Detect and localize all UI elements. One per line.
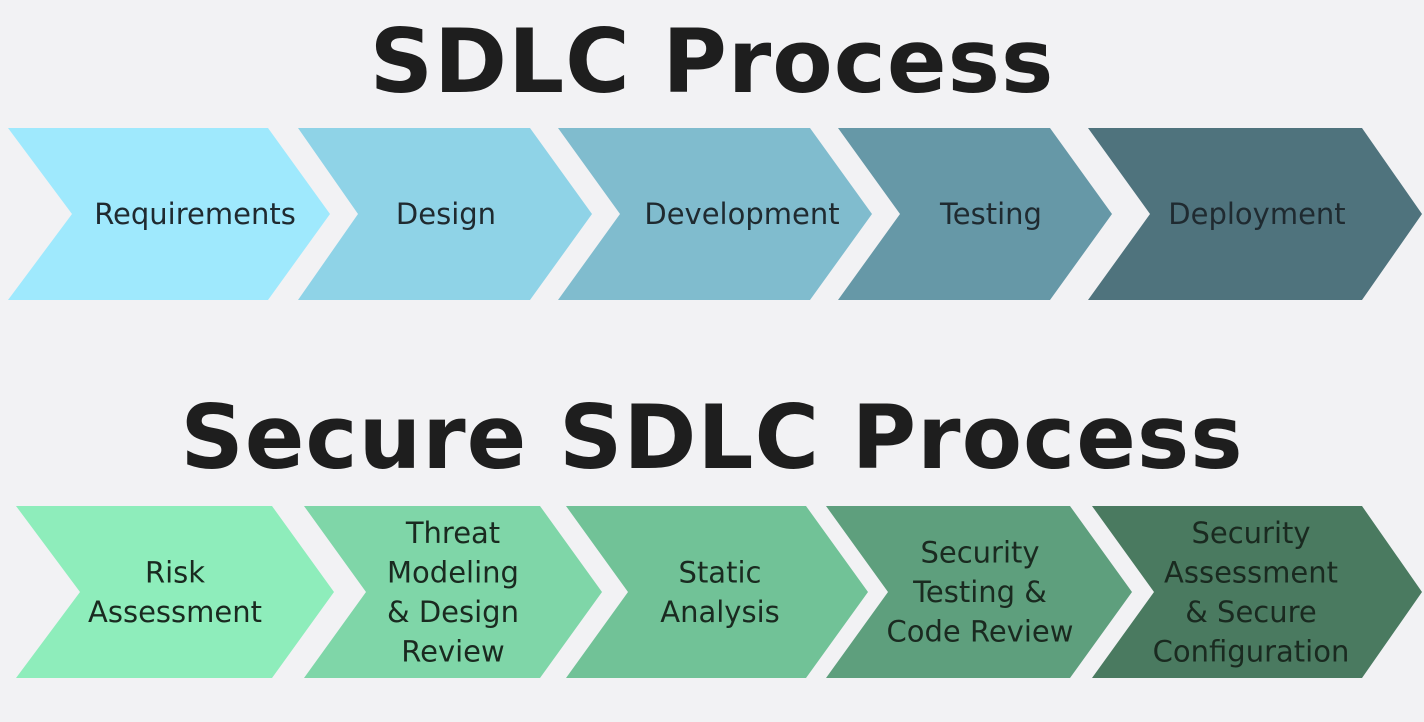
sdlc-step-testing: Testing	[838, 128, 1112, 300]
secure-sdlc-process-title: Secure SDLC Process	[180, 386, 1244, 489]
sdlc-step-development: Development	[558, 128, 872, 300]
sdlc-step-design: Design	[298, 128, 592, 300]
step-label: Requirements	[94, 197, 296, 231]
step-label: Testing	[939, 197, 1042, 231]
sdlc-step-requirements: Requirements	[8, 128, 330, 300]
step-label: Development	[644, 197, 839, 231]
sdlc-process-title: SDLC Process	[369, 10, 1055, 113]
step-label: Design	[396, 197, 496, 231]
step-label: Deployment	[1168, 197, 1345, 231]
sdlc-step-deployment: Deployment	[1088, 128, 1422, 300]
